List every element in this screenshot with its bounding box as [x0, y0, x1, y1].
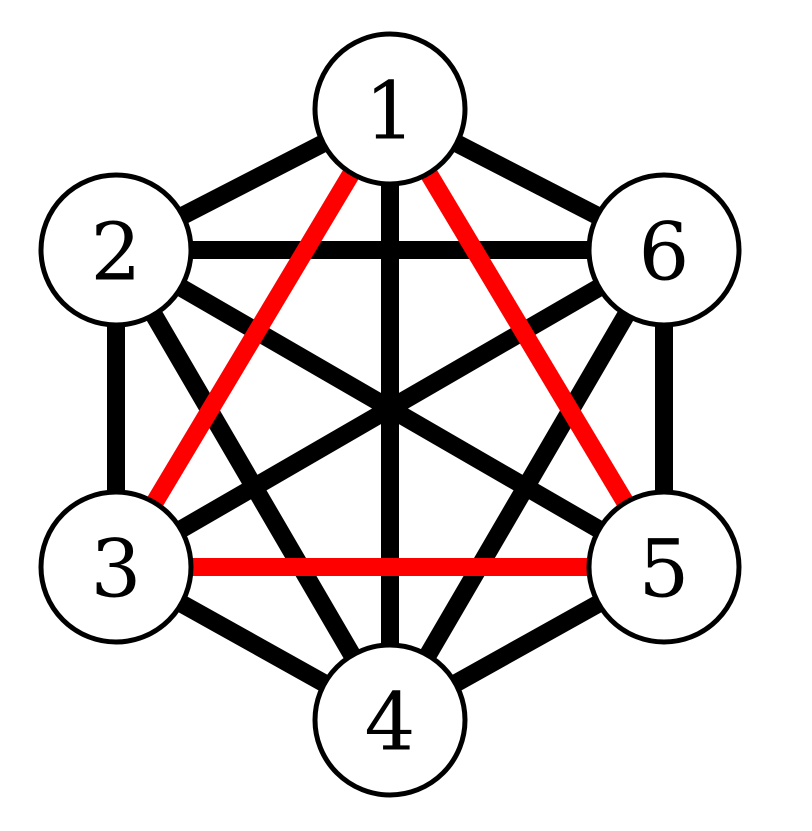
nodes-layer: 1 2 3 4 5 6 [38, 31, 742, 798]
node-1-label: 1 [365, 65, 416, 158]
node-1: 1 [312, 31, 468, 187]
node-4-circle [312, 642, 468, 798]
edge-4-6 [382, 245, 672, 725]
edge-3-6 [111, 242, 669, 575]
node-6-label: 6 [639, 206, 690, 299]
edges-layer [107, 100, 673, 728]
node-2-circle [38, 172, 194, 328]
node-5: 5 [586, 489, 742, 645]
node-3: 3 [38, 489, 194, 645]
node-6: 6 [586, 172, 742, 328]
node-2: 2 [38, 172, 194, 328]
node-6-circle [586, 172, 742, 328]
node-1-circle [312, 31, 468, 187]
node-3-label: 3 [91, 523, 142, 616]
node-3-circle [38, 489, 194, 645]
node-4: 4 [312, 642, 468, 798]
node-5-circle [586, 489, 742, 645]
node-4-label: 4 [365, 676, 416, 769]
node-2-label: 2 [91, 206, 142, 299]
node-5-label: 5 [639, 523, 690, 616]
edge-1-3-red [108, 104, 398, 572]
edge-1-5-red [382, 104, 672, 572]
